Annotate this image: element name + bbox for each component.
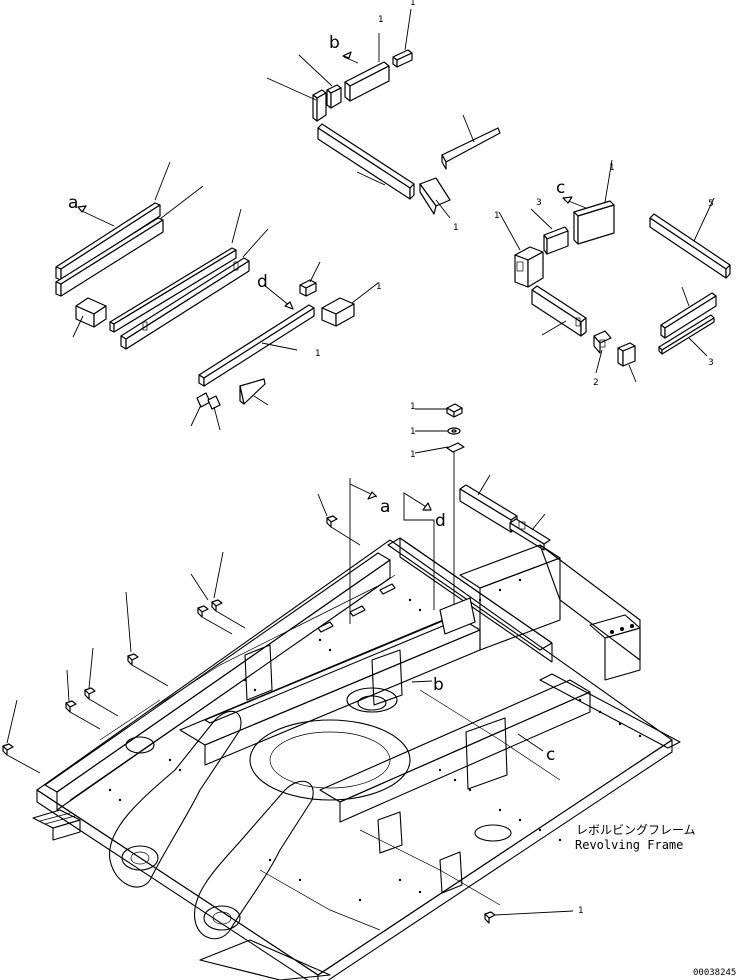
parts-group-b — [266, 8, 501, 219]
shim-pieces-right — [459, 474, 551, 551]
callout-c-top: c — [556, 178, 565, 198]
callout-d-frame: d — [435, 511, 446, 531]
block-d-small — [299, 279, 317, 297]
shim-plate-c2 — [509, 518, 551, 551]
bar-c-right — [660, 292, 717, 339]
bolt-icon — [197, 605, 233, 635]
bracket-b — [419, 177, 451, 215]
shim-c-thin — [658, 314, 715, 355]
item-tick: 1 — [410, 450, 416, 460]
item-tick: 1 — [453, 223, 459, 233]
item-tick: 1 — [494, 211, 500, 221]
spacer-plate — [446, 442, 465, 453]
block-c-small — [543, 226, 569, 255]
block-c-cube — [617, 342, 636, 367]
bar-d — [198, 304, 315, 387]
shim-b-left — [312, 89, 327, 122]
bolt-icon — [2, 743, 41, 774]
bar-c-diagonal — [649, 213, 731, 279]
bolt-icon — [326, 515, 361, 546]
callout-c-frame: c — [546, 745, 555, 765]
item-tick: 1 — [378, 15, 384, 25]
revolving-frame — [32, 537, 681, 980]
bolt-stack — [414, 403, 465, 628]
block-b-small — [392, 49, 413, 68]
item-tick: 5 — [708, 199, 714, 209]
frame-label-japanese: レボルビングフレーム — [576, 823, 696, 837]
bolt-icon — [211, 599, 246, 629]
washer-icon — [447, 427, 461, 435]
bolt-icon — [84, 687, 119, 717]
item-tick: 1 — [376, 282, 382, 292]
item-tick: 1 — [410, 0, 416, 8]
bolt-icon — [65, 700, 101, 730]
callout-b-frame: b — [433, 675, 444, 695]
bar-a-top — [55, 202, 161, 281]
bolt-icon — [484, 911, 496, 924]
block-a — [75, 297, 107, 328]
block-b-long — [344, 61, 390, 102]
callout-a-frame: a — [380, 497, 390, 517]
item-tick: 3 — [536, 198, 542, 208]
item-tick: 1 — [609, 163, 615, 173]
parts-group-d — [190, 261, 379, 431]
bolt-icon — [127, 653, 169, 687]
shim-b-right — [326, 84, 342, 109]
bracket-c — [514, 246, 544, 288]
item-tick: 1 — [578, 906, 584, 916]
item-tick: 3 — [708, 358, 714, 368]
item-tick: 1 — [315, 349, 321, 359]
bar-a-lower — [55, 217, 164, 297]
bar-b-diagonal — [317, 123, 415, 200]
wedge-b — [441, 127, 501, 170]
frame-label-english: Revolving Frame — [575, 838, 683, 852]
clip-d — [196, 392, 221, 410]
item-tick: 1 — [410, 402, 416, 412]
wedge-d — [239, 378, 266, 405]
clip-c — [593, 330, 612, 354]
block-d-right — [321, 297, 355, 327]
parts-group-c — [498, 159, 731, 383]
shim-plate-c1 — [459, 484, 518, 533]
drawing-number: 00038245 — [693, 968, 736, 978]
callout-d-left: d — [257, 272, 268, 292]
bar-a-right — [109, 247, 237, 333]
mounting-bolts — [2, 493, 574, 924]
frame-holes — [108, 578, 642, 902]
parts-group-a — [55, 161, 269, 350]
bolt-icon — [446, 403, 463, 418]
bar-a-slotted — [120, 257, 250, 350]
bar-c-slotted — [531, 285, 587, 337]
block-c-large — [573, 200, 615, 245]
callout-b-top: b — [329, 33, 340, 53]
item-tick: 2 — [593, 378, 599, 388]
callout-pointers-frame — [349, 478, 435, 624]
callout-a-left: a — [68, 193, 78, 213]
item-tick: 1 — [410, 427, 416, 437]
